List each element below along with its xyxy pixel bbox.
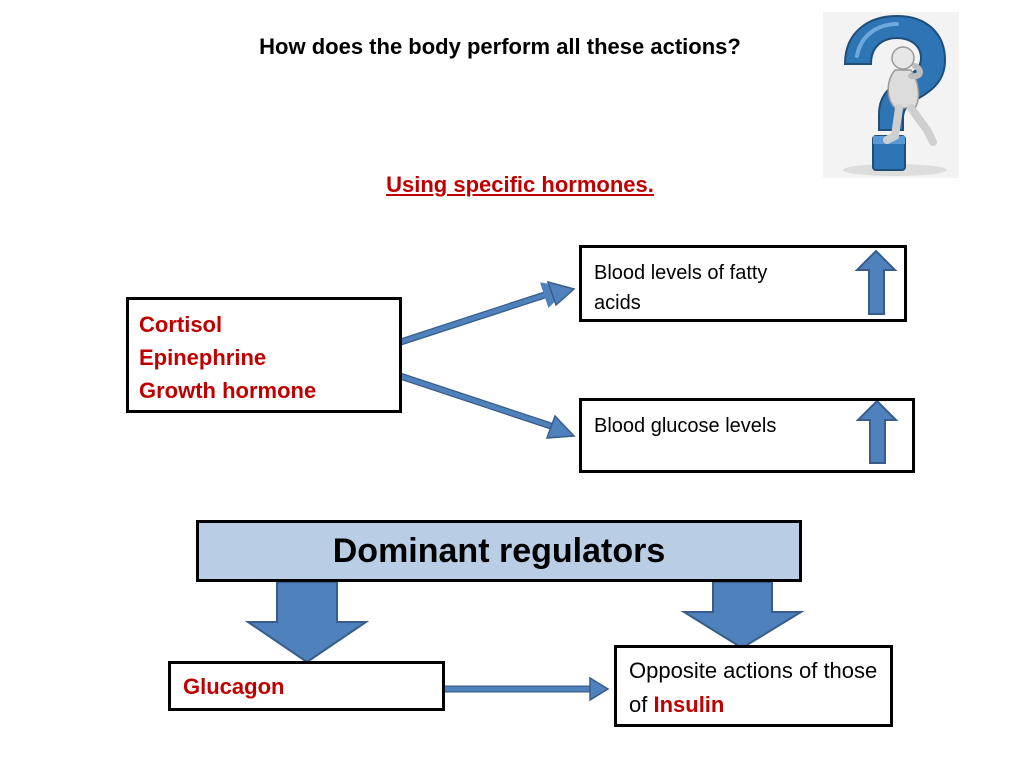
hormones-box: Cortisol Epinephrine Growth hormone xyxy=(126,297,402,413)
dominant-regulators-box: Dominant regulators xyxy=(196,520,802,582)
glucose-label: Blood glucose levels xyxy=(594,415,777,437)
insulin-label: Insulin xyxy=(653,692,725,717)
glucose-box: Blood glucose levels xyxy=(579,398,915,473)
fatty-acids-box: Blood levels of fatty acids xyxy=(579,245,907,322)
down-arrow-left xyxy=(244,581,370,664)
hormone-epinephrine: Epinephrine xyxy=(139,345,267,370)
down-arrow-right xyxy=(680,581,805,650)
slide-subtitle: Using specific hormones. xyxy=(386,172,654,197)
hormone-cortisol: Cortisol xyxy=(139,312,223,337)
up-arrow-fatty-acids xyxy=(854,249,898,315)
opposite-actions-box: Opposite actions of those of Insulin xyxy=(614,645,893,727)
up-arrow-glucose xyxy=(855,399,899,464)
hormone-growth: Growth hormone xyxy=(139,378,317,403)
opposite-actions-text: Opposite actions of those of xyxy=(629,658,878,717)
fatty-acids-label: Blood levels of fatty acids xyxy=(594,262,768,314)
glucagon-box: Glucagon xyxy=(168,661,445,711)
slide-title: How does the body perform all these acti… xyxy=(259,34,741,59)
question-mark-figure-icon xyxy=(823,12,959,178)
